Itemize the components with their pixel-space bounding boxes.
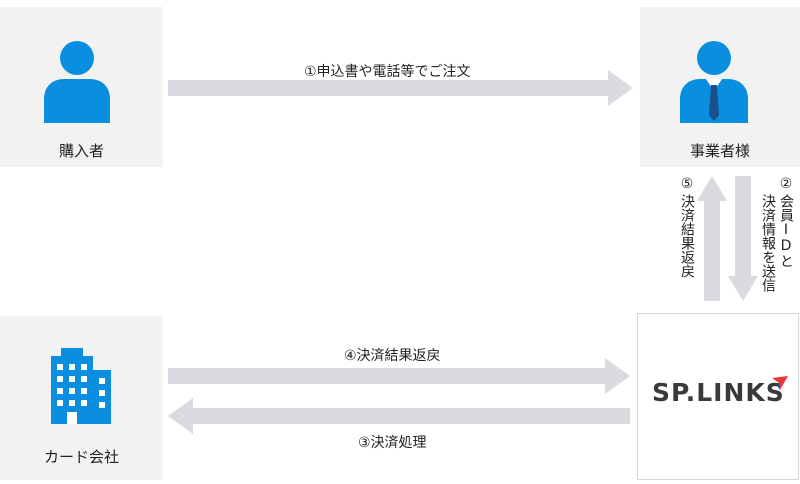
buyer-label: 購入者 (58, 142, 104, 160)
flow-label-step2-line1: 会員IDと (778, 194, 794, 268)
splinks-logo-text: SP.LINKS (652, 378, 785, 407)
buyer-person-icon (44, 41, 110, 123)
arrow-result-return (168, 358, 630, 394)
merchant-box: 事業者様 (640, 7, 800, 167)
flow-label-step4: ④決済結果返戻 (344, 348, 441, 364)
flow-label-step2-num: ② (778, 176, 794, 192)
flow-label-step1: ①申込書や電話等でご注文 (304, 64, 471, 80)
logo-arrow-icon (772, 376, 788, 390)
flow-label-step3: ③決済処理 (358, 435, 427, 451)
card-company-box: カード会社 (0, 316, 163, 480)
flow-label-step5-num: ⑤ (679, 176, 695, 192)
arrow-order (168, 70, 633, 106)
building-icon (51, 348, 111, 424)
merchant-label: 事業者様 (689, 142, 750, 160)
splinks-box: SP.LINKS (637, 313, 799, 480)
flow-label-step5: 決済結果返戻 (679, 194, 695, 278)
flow-label-step2-line2: 決済情報を送信 (760, 194, 776, 292)
businessperson-icon (680, 41, 748, 123)
buyer-box: 購入者 (0, 7, 163, 167)
arrow-send-info (728, 176, 758, 301)
arrow-result-return-up (697, 176, 727, 301)
card-company-label: カード会社 (43, 448, 119, 466)
arrow-payment-processing (168, 398, 630, 434)
